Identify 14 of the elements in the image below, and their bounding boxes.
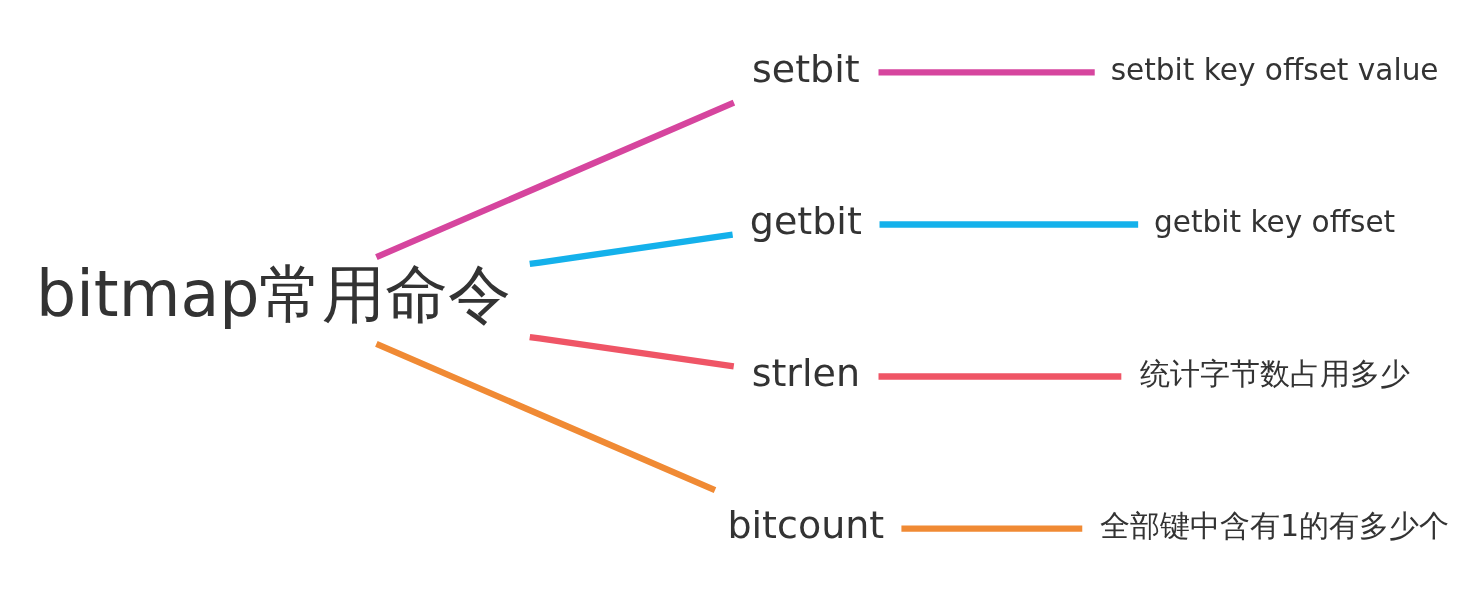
node-text: getbit: [749, 198, 862, 243]
connector: [374, 99, 735, 260]
node-text: strlen: [751, 350, 860, 395]
connector: [528, 231, 733, 267]
connector: [528, 333, 734, 370]
node-text: setbit: [751, 46, 860, 91]
node-text: setbit key offset value: [1110, 52, 1439, 87]
node-text: bitmap常用命令: [35, 256, 511, 331]
connector: [374, 340, 716, 493]
connector: [900, 524, 1082, 532]
node-text: getbit key offset: [1153, 204, 1395, 239]
node-text: 全部键中含有1的有多少个: [1099, 508, 1449, 543]
node-text: 统计字节数占用多少: [1139, 356, 1410, 391]
node-text: bitcount: [726, 502, 884, 547]
